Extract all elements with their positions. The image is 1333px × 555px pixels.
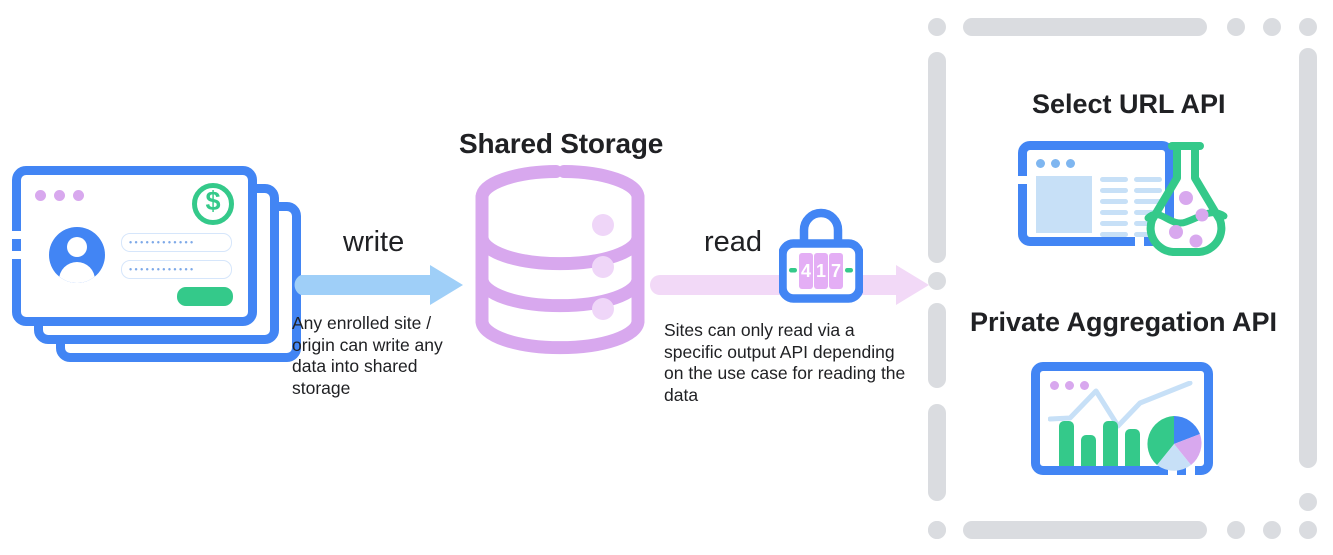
content-line bbox=[1100, 232, 1128, 237]
select-url-api-title: Select URL API bbox=[1032, 89, 1226, 119]
lock-digit: 4 bbox=[801, 261, 811, 281]
frame-dot bbox=[1263, 18, 1281, 36]
write-arrow-label: write bbox=[343, 226, 405, 258]
window-dot-icon bbox=[1080, 381, 1089, 390]
submit-button[interactable] bbox=[177, 287, 233, 306]
frame-dash bbox=[928, 303, 946, 388]
frame-dash bbox=[963, 18, 1207, 36]
avatar-body-icon bbox=[59, 262, 95, 283]
content-line bbox=[1134, 199, 1162, 204]
read-caption: Sites can only read via a specific outpu… bbox=[664, 320, 906, 405]
content-line bbox=[1100, 199, 1128, 204]
lock-digit: 1 bbox=[816, 261, 826, 281]
content-block bbox=[1036, 176, 1092, 233]
read-arrow-label: read bbox=[704, 226, 763, 258]
frame-dot bbox=[1299, 521, 1317, 539]
window-dot-icon bbox=[1036, 159, 1045, 168]
content-line bbox=[1100, 177, 1128, 182]
browser-border-notch bbox=[1135, 237, 1144, 246]
browser-border-notch bbox=[1018, 176, 1027, 184]
content-line bbox=[1134, 177, 1162, 182]
lock-digit: 7 bbox=[831, 261, 841, 281]
window-dot-icon bbox=[1050, 381, 1059, 390]
frame-dash bbox=[928, 404, 946, 501]
combination-lock-icon: 4 1 7 bbox=[778, 203, 864, 308]
frame-dot bbox=[1299, 493, 1317, 511]
password-field[interactable]: •••••••••••• bbox=[121, 260, 232, 279]
frame-dash bbox=[928, 52, 946, 263]
frame-dot bbox=[928, 272, 946, 290]
website-card-front: $ •••••••••••• •••••••••••• bbox=[12, 166, 257, 326]
field-value: •••••••••••• bbox=[129, 264, 196, 274]
card-border-notch bbox=[12, 251, 21, 259]
line-chart-icon bbox=[1048, 381, 1193, 429]
window-dot-icon bbox=[54, 190, 65, 201]
dollar-sign-icon: $ bbox=[205, 186, 221, 216]
bar bbox=[1059, 421, 1074, 466]
browser-border-notch bbox=[1186, 466, 1195, 475]
avatar-head-icon bbox=[67, 237, 87, 257]
window-dot-icon bbox=[1066, 159, 1075, 168]
content-line bbox=[1100, 221, 1128, 226]
private-aggregation-api-title: Private Aggregation API bbox=[970, 307, 1278, 337]
bar bbox=[1081, 435, 1096, 466]
frame-dot bbox=[1227, 18, 1245, 36]
shared-storage-title: Shared Storage bbox=[459, 128, 664, 159]
bar bbox=[1103, 421, 1118, 466]
private-aggregation-api-chart-icon bbox=[1031, 362, 1213, 475]
frame-dot bbox=[1227, 521, 1245, 539]
frame-dot bbox=[928, 18, 946, 36]
avatar bbox=[49, 227, 105, 283]
content-line bbox=[1100, 210, 1128, 215]
money-circle-icon: $ bbox=[192, 183, 234, 225]
window-dot-icon bbox=[73, 190, 84, 201]
frame-dot bbox=[928, 521, 946, 539]
content-line bbox=[1100, 188, 1128, 193]
content-line bbox=[1134, 188, 1162, 193]
content-line bbox=[1134, 210, 1162, 215]
field-value: •••••••••••• bbox=[129, 237, 196, 247]
window-dot-icon bbox=[1065, 381, 1074, 390]
pie-chart-icon bbox=[1147, 416, 1202, 471]
card-border-notch bbox=[12, 231, 21, 239]
bar bbox=[1125, 429, 1140, 466]
window-dot-icon bbox=[35, 190, 46, 201]
frame-dash bbox=[963, 521, 1207, 539]
frame-dot bbox=[1263, 521, 1281, 539]
write-caption: Any enrolled site / origin can write any… bbox=[292, 313, 443, 398]
username-field[interactable]: •••••••••••• bbox=[121, 233, 232, 252]
window-dot-icon bbox=[1051, 159, 1060, 168]
write-arrow-icon bbox=[290, 264, 464, 311]
frame-dot bbox=[1299, 18, 1317, 36]
shared-storage-cylinder-icon bbox=[470, 163, 650, 360]
stacked-website-cards: $ •••••••••••• •••••••••••• bbox=[10, 165, 301, 365]
flask-icon bbox=[1140, 136, 1232, 261]
frame-dash bbox=[1299, 48, 1317, 468]
